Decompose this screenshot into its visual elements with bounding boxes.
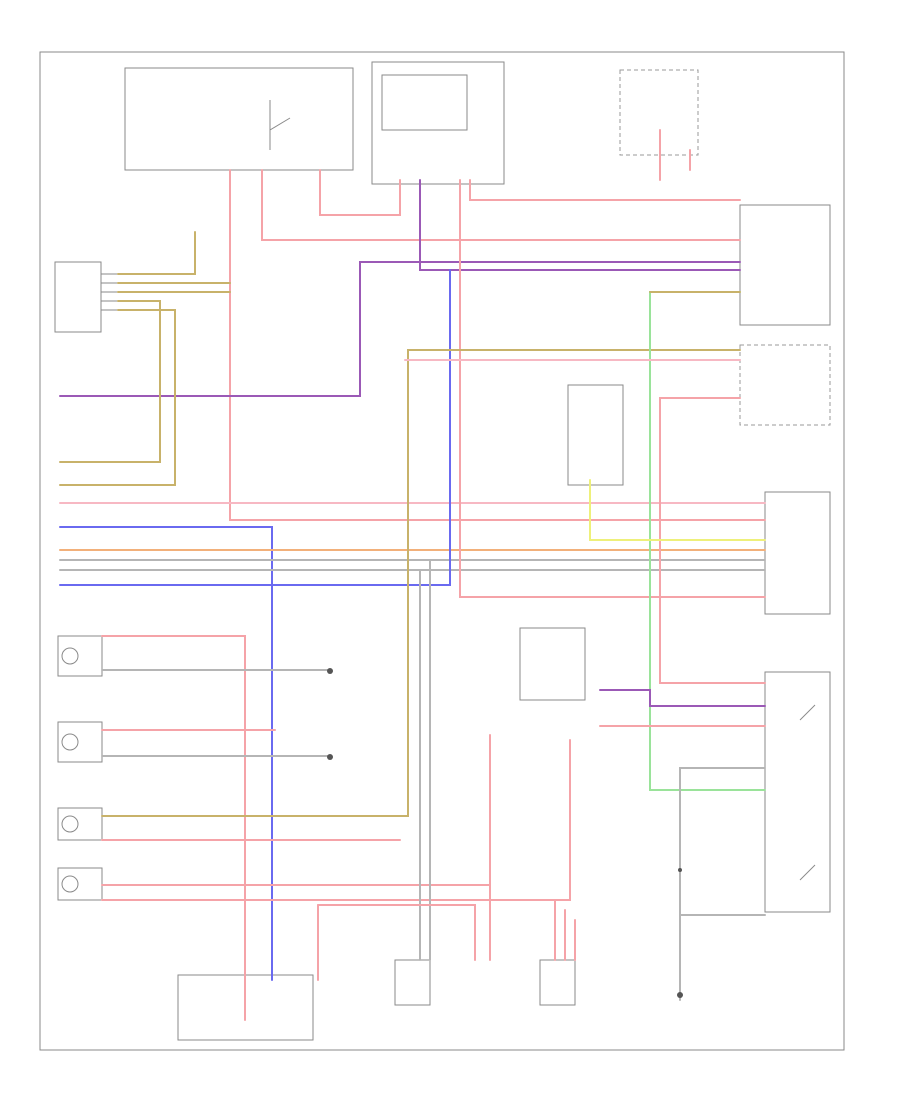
wire-blue-2	[59, 269, 451, 586]
right-switch-symbol-upper	[799, 704, 816, 721]
right-connector-lower	[764, 491, 831, 615]
diagram-frame	[39, 51, 845, 1051]
bottom-connector-2	[539, 959, 576, 1006]
center-switch	[519, 627, 586, 701]
wire-hl-8	[101, 739, 571, 901]
wire-blue-1	[59, 526, 273, 981]
dimmer-switch-inner	[381, 74, 468, 131]
headlight-relay-box	[124, 67, 354, 171]
wire-tan-4	[59, 300, 161, 463]
fuse-box-top-right	[619, 69, 699, 156]
wire-purple-2	[419, 179, 741, 271]
headlamp-right-hi	[57, 721, 103, 763]
headlamp-left-hi	[57, 635, 103, 677]
wire-hl-5	[101, 349, 741, 817]
headlamp-left-lo	[57, 807, 103, 841]
wire-red-4	[469, 179, 741, 201]
relay-switch-symbol	[269, 100, 291, 150]
wire-red-1	[229, 169, 766, 521]
ground-symbol-2	[327, 754, 333, 760]
wire-yellow-1	[589, 479, 766, 541]
combination-switch-box	[371, 61, 505, 185]
wire-hl-1	[101, 635, 246, 1021]
wire-red-v2	[317, 904, 476, 961]
headlamp-right-lo	[57, 867, 103, 901]
center-relay	[567, 384, 624, 486]
wire-purple-1	[59, 261, 741, 397]
wire-red-bus	[459, 179, 766, 598]
wire-tan-1	[117, 231, 196, 275]
wire-tan-5	[59, 309, 176, 486]
right-connector-upper	[739, 204, 831, 326]
wire-red-2	[261, 169, 741, 241]
right-connector-middle	[739, 344, 831, 426]
wire-red-3	[319, 169, 401, 216]
wire-gray-right	[679, 767, 766, 916]
ground-symbol-4	[678, 868, 682, 872]
ground-symbol-1	[327, 668, 333, 674]
wire-purple-right	[599, 689, 766, 707]
wires	[59, 129, 766, 1021]
ground-symbol-3	[677, 992, 683, 998]
right-switch-assembly	[764, 671, 831, 913]
bottom-connector-1	[394, 959, 431, 1006]
left-connector-pins	[101, 273, 118, 311]
right-switch-symbol-lower	[799, 864, 816, 881]
left-connector-block	[54, 261, 102, 333]
